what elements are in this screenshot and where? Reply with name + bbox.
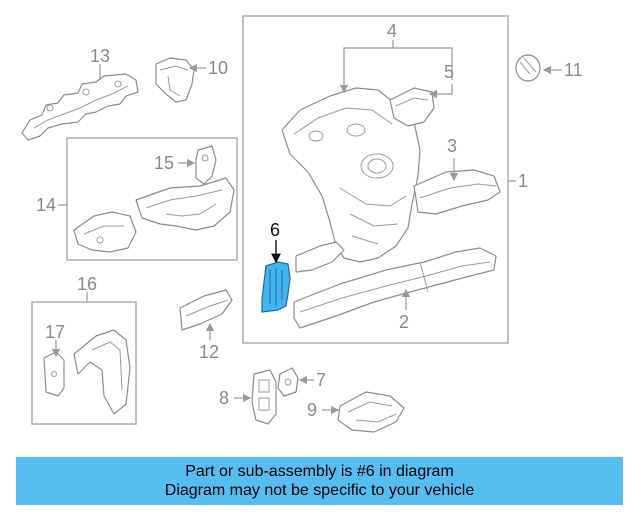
part-10[interactable] [155, 57, 195, 103]
part-2-rail[interactable] [293, 247, 497, 329]
part-9[interactable] [337, 391, 405, 433]
group-box-14 [66, 137, 238, 261]
part-7[interactable] [277, 367, 299, 397]
part-3-rail[interactable] [413, 169, 501, 215]
group-box-main [242, 15, 509, 344]
group-box-16 [31, 301, 137, 425]
part-17[interactable] [43, 351, 65, 397]
part-16-assembly[interactable] [73, 329, 131, 415]
callout-4-leader [343, 47, 453, 84]
callout-5: 5 [444, 62, 454, 82]
callout-13: 13 [90, 46, 110, 66]
part-12[interactable] [179, 289, 233, 331]
callout-2: 2 [399, 312, 409, 332]
part-8[interactable] [251, 369, 277, 425]
parts-diagram: 1 2 3 4 5 6 7 8 9 10 11 12 13 14 15 16 1… [21, 15, 583, 433]
part-11[interactable] [515, 54, 541, 82]
part-5-bracket[interactable] [389, 87, 435, 127]
callout-9: 9 [307, 400, 317, 420]
callout-15: 15 [154, 153, 174, 173]
callout-10: 10 [208, 58, 228, 78]
callout-3: 3 [447, 136, 457, 156]
callout-17: 17 [45, 322, 65, 342]
part-15[interactable] [195, 145, 217, 185]
callout-11: 11 [564, 60, 583, 80]
info-banner: Part or sub-assembly is #6 in diagram Di… [16, 457, 623, 505]
callout-12: 12 [199, 342, 219, 362]
part-4-apron[interactable] [281, 87, 421, 263]
callout-8: 8 [219, 388, 229, 408]
callout-5-leader [428, 84, 453, 99]
callout-14: 14 [36, 195, 56, 215]
callout-6: 6 [270, 220, 280, 240]
part-13[interactable] [21, 73, 139, 141]
part-14-assembly[interactable] [73, 177, 235, 253]
banner-line-2: Diagram may not be specific to your vehi… [164, 482, 475, 499]
banner-line-1: Part or sub-assembly is #6 in diagram [185, 463, 454, 480]
callout-1: 1 [518, 171, 528, 191]
part-6-highlighted[interactable] [261, 261, 291, 313]
callout-7: 7 [316, 370, 326, 390]
frame-lower-arm [295, 241, 345, 273]
callout-4: 4 [387, 21, 397, 41]
callout-16: 16 [77, 274, 97, 294]
